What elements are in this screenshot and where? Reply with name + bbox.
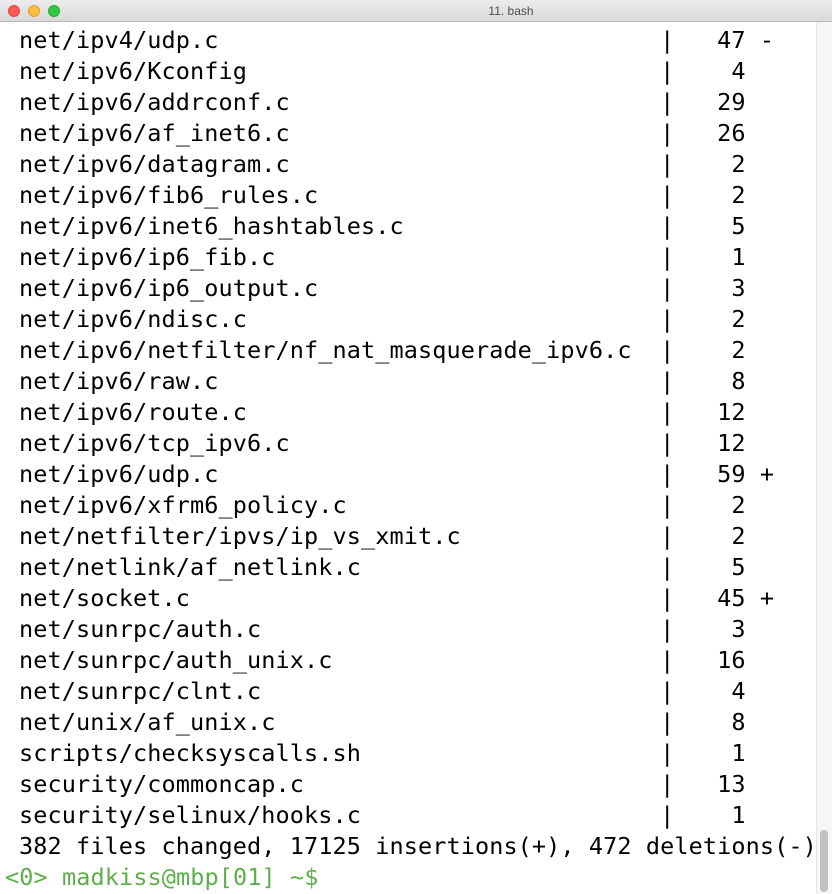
diffstat-line: net/ipv6/netfilter/nf_nat_masquerade_ipv… xyxy=(19,336,746,364)
diffstat-line: net/ipv6/af_inet6.c | 26 xyxy=(19,119,746,147)
title-bar[interactable]: 11. bash xyxy=(0,0,832,22)
diffstat-line: net/ipv6/route.c | 12 xyxy=(19,398,746,426)
diffstat-summary: 382 files changed, 17125 insertions(+), … xyxy=(19,832,817,860)
diffstat-line: net/sunrpc/clnt.c | 4 xyxy=(19,677,746,705)
diffstat-line: net/ipv6/inet6_hashtables.c | 5 xyxy=(19,212,746,240)
vertical-scrollbar[interactable] xyxy=(816,22,832,894)
minimize-window-button[interactable] xyxy=(28,5,40,17)
diffstat-line: net/ipv6/addrconf.c | 29 xyxy=(19,88,746,116)
diffstat-line: scripts/checksyscalls.sh | 1 xyxy=(19,739,746,767)
diffstat-line: net/netlink/af_netlink.c | 5 xyxy=(19,553,746,581)
diffstat-line: net/netfilter/ipvs/ip_vs_xmit.c | 2 xyxy=(19,522,746,550)
terminal-output[interactable]: net/ipv4/udp.c | 47 - net/ipv6/Kconfig |… xyxy=(0,22,817,894)
diffstat-line: net/unix/af_unix.c | 8 xyxy=(19,708,746,736)
diffstat-line: net/ipv6/datagram.c | 2 xyxy=(19,150,746,178)
diffstat-line: net/ipv6/ndisc.c | 2 xyxy=(19,305,746,333)
diffstat-line: net/sunrpc/auth.c | 3 xyxy=(19,615,746,643)
window-title: 11. bash xyxy=(488,4,534,18)
diffstat-line: net/ipv6/raw.c | 8 xyxy=(19,367,746,395)
diffstat-line: net/ipv6/ip6_fib.c | 1 xyxy=(19,243,746,271)
diffstat-line: net/ipv6/tcp_ipv6.c | 12 xyxy=(19,429,746,457)
diffstat-line: security/selinux/hooks.c | 1 xyxy=(19,801,746,829)
diffstat-line: net/sunrpc/auth_unix.c | 16 xyxy=(19,646,746,674)
diffstat-line: net/ipv6/Kconfig | 4 xyxy=(19,57,746,85)
diffstat-line: net/ipv4/udp.c | 47 - xyxy=(19,26,775,54)
diffstat-line: net/ipv6/fib6_rules.c | 2 xyxy=(19,181,746,209)
zoom-window-button[interactable] xyxy=(48,5,60,17)
diffstat-line: net/ipv6/udp.c | 59 + xyxy=(19,460,775,488)
shell-prompt[interactable]: <0> madkiss@mbp[01] ~$ xyxy=(5,863,319,891)
close-window-button[interactable] xyxy=(8,5,20,17)
diffstat-line: net/ipv6/xfrm6_policy.c | 2 xyxy=(19,491,746,519)
diffstat-line: security/commoncap.c | 13 xyxy=(19,770,746,798)
scrollbar-thumb[interactable] xyxy=(820,830,828,892)
diffstat-line: net/ipv6/ip6_output.c | 3 xyxy=(19,274,746,302)
diffstat-line: net/socket.c | 45 + xyxy=(19,584,775,612)
